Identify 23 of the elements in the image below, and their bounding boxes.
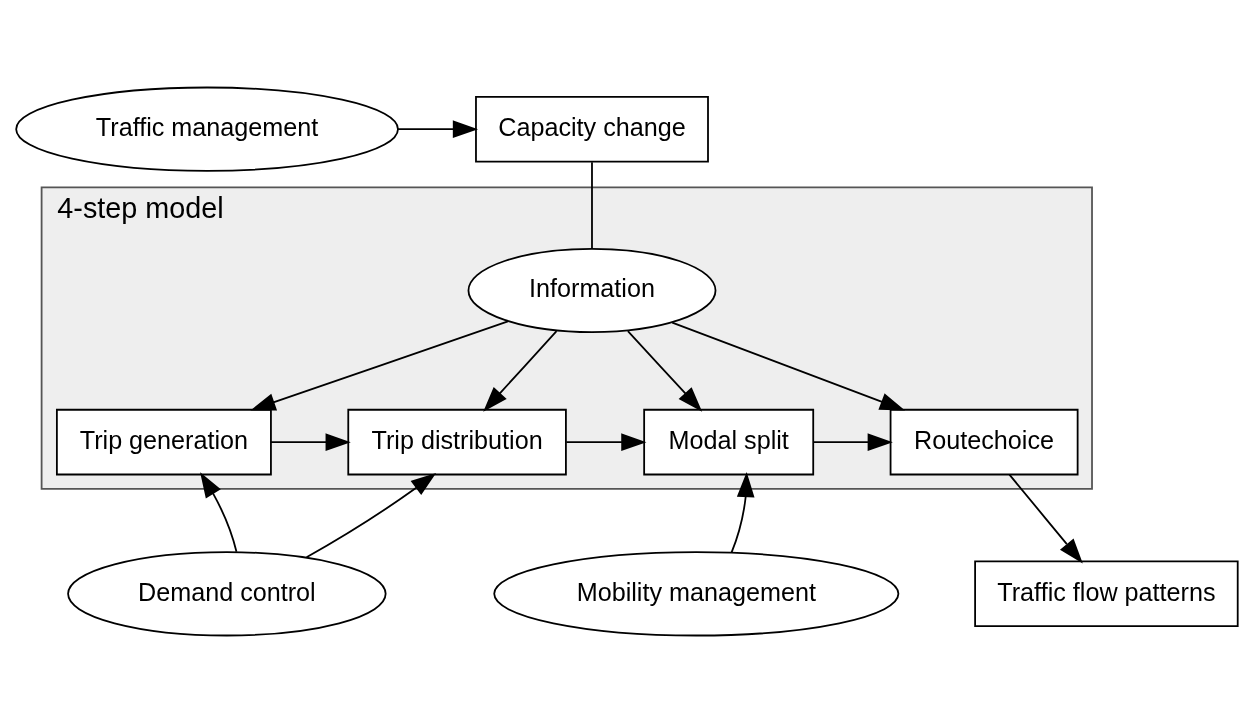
arrow <box>627 330 703 412</box>
node-box: Routechoice <box>889 408 1079 476</box>
node-ellipse: Information <box>467 247 717 334</box>
arrow <box>730 471 755 554</box>
node-ellipse: Demand control <box>67 551 387 637</box>
node-box: Traffic flow patterns <box>974 560 1239 628</box>
connector <box>591 161 593 249</box>
arrow <box>1008 473 1083 564</box>
arrow <box>200 472 238 553</box>
node-box: Modal split <box>643 408 815 476</box>
arrow <box>270 433 351 451</box>
arrow <box>671 321 906 411</box>
node-box: Capacity change <box>475 95 709 163</box>
node-ellipse: Mobility management <box>493 551 900 637</box>
node-ellipse: Traffic management <box>15 86 399 172</box>
arrow <box>397 120 479 138</box>
arrow <box>565 433 647 451</box>
node-box: Trip distribution <box>347 408 567 476</box>
arrow <box>305 473 437 559</box>
arrow <box>812 433 893 451</box>
arrow <box>483 330 558 412</box>
arrow <box>250 320 509 411</box>
node-box: Trip generation <box>56 408 272 476</box>
